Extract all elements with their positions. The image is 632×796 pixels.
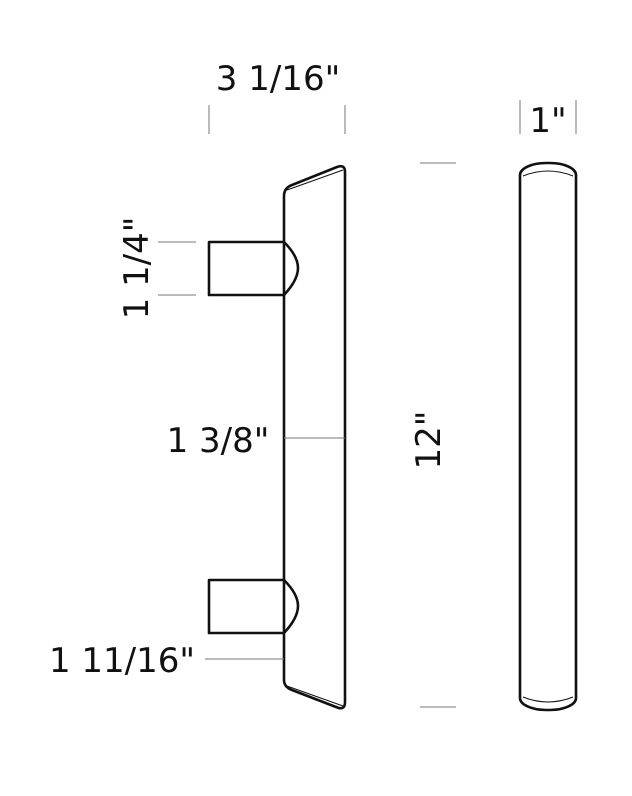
bar-bottom-bevel	[286, 685, 344, 707]
bar-width-label: 1 3/8"	[167, 421, 270, 461]
front-bar	[518, 161, 578, 712]
front-bottom-edge	[522, 696, 574, 703]
front-top-edge	[522, 170, 574, 177]
post-diameter-label: 1 1/4"	[117, 217, 157, 320]
bar-top-bevel	[286, 169, 344, 191]
side-view	[207, 164, 347, 710]
depth-label: 3 1/16"	[216, 59, 340, 99]
front-view	[518, 161, 578, 712]
handle-bar	[282, 164, 347, 710]
upper-post	[207, 240, 300, 297]
end-offset-label: 1 11/16"	[49, 641, 195, 681]
thickness-label: 1"	[529, 101, 566, 141]
lower-post	[207, 578, 300, 635]
length-label: 12"	[409, 411, 449, 470]
